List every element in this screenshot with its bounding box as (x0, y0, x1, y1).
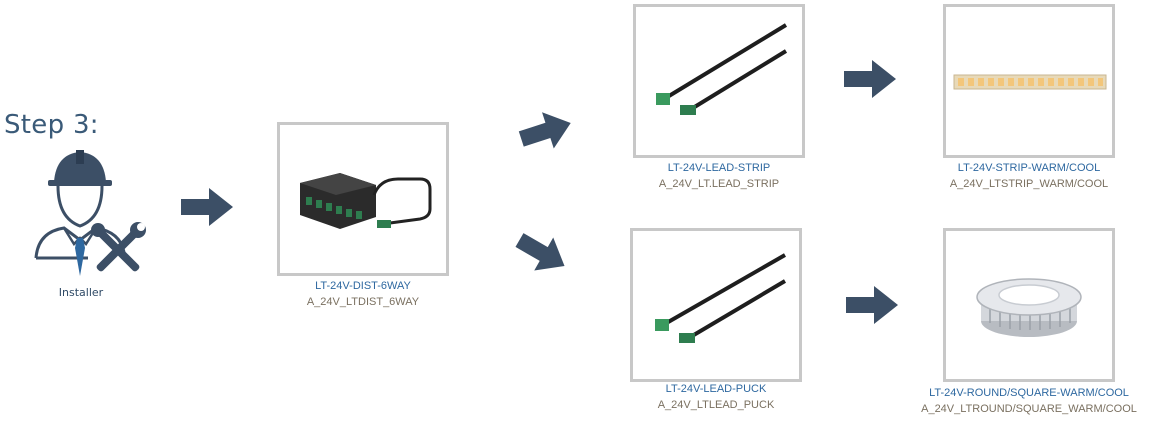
distribution-block-image (300, 173, 432, 229)
step-title: Step 3: (4, 110, 99, 140)
product-sub-strip: A_24V_LTSTRIP_WARM/COOL (949, 178, 1109, 190)
lead-cable-image (655, 253, 787, 343)
product-box-lead-puck[interactable] (630, 228, 802, 382)
arrow-up-right-icon (518, 110, 574, 152)
product-box-dist[interactable] (277, 122, 449, 276)
product-code-strip: LT-24V-STRIP-WARM/COOL (957, 162, 1101, 174)
arrow-right-icon (844, 60, 896, 98)
installer-icon (28, 148, 152, 284)
product-box-round[interactable] (943, 228, 1115, 382)
product-sub-lead-puck: A_24V_LTLEAD_PUCK (657, 399, 775, 411)
product-sub-lead-strip: A_24V_LT.LEAD_STRIP (658, 178, 780, 190)
arrow-down-right-icon (514, 232, 570, 274)
product-code-lead-puck: LT-24V-LEAD-PUCK (665, 383, 767, 395)
product-code-dist: LT-24V-DIST-6WAY (315, 280, 411, 292)
round-puck-light-image (976, 278, 1082, 337)
product-sub-dist: A_24V_LTDIST_6WAY (306, 296, 420, 308)
led-strip-image (953, 74, 1107, 90)
lead-cable-image (656, 23, 788, 115)
arrow-right-icon (846, 286, 898, 324)
product-box-lead-strip[interactable] (633, 4, 805, 158)
product-code-round: LT-24V-ROUND/SQUARE-WARM/COOL (929, 387, 1129, 399)
arrow-right-icon (181, 188, 233, 226)
installer-label: Installer (58, 286, 104, 299)
product-code-lead-strip: LT-24V-LEAD-STRIP (667, 162, 771, 174)
product-sub-round: A_24V_LTROUND/SQUARE_WARM/COOL (921, 403, 1137, 415)
product-box-strip[interactable] (943, 4, 1115, 158)
